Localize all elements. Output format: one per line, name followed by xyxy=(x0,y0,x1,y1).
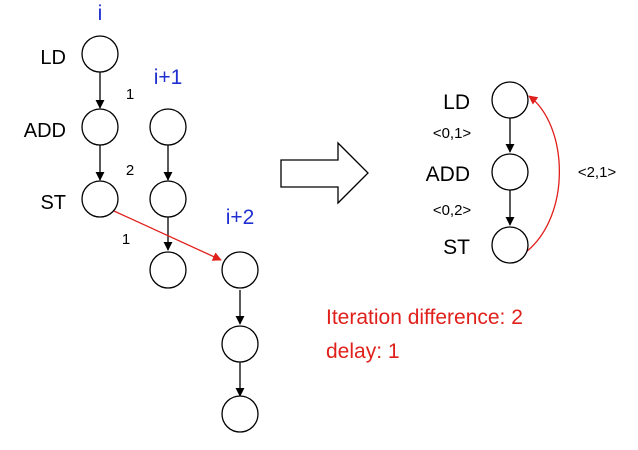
node-add-iter-i-plus-2 xyxy=(221,325,259,363)
transform-arrow-icon xyxy=(280,141,369,205)
summary-loop-carried-edge xyxy=(525,95,560,253)
node-add-iter-i xyxy=(81,108,119,146)
node-st-iter-i-plus-1 xyxy=(149,251,187,289)
unrolled-iterations-graph: i i+1 i+2 LD ADD ST 1 2 1 xyxy=(24,2,259,433)
summary-op-label-ld: LD xyxy=(443,91,470,114)
op-label-add: ADD xyxy=(24,120,66,142)
edge-label-add-st: <0,2> xyxy=(433,202,472,219)
node-ld-iter-i-plus-2 xyxy=(221,251,259,289)
edge-label-st-ld: <2,1> xyxy=(578,164,617,181)
latency-label-add: 2 xyxy=(126,162,134,179)
summary-node-st xyxy=(491,226,529,264)
summary-op-label-add: ADD xyxy=(426,163,470,186)
loop-carried-edge-st-to-ld xyxy=(113,210,222,261)
summary-graph: LD ADD ST <0,1> <0,2> <2,1> xyxy=(426,81,617,264)
annotation-delay: delay: 1 xyxy=(326,340,400,363)
node-st-iter-i xyxy=(81,180,119,218)
node-ld-iter-i-plus-1 xyxy=(149,108,187,146)
iteration-label-i-plus-1: i+1 xyxy=(154,66,183,89)
iteration-label-i-plus-2: i+2 xyxy=(226,206,255,229)
summary-op-label-st: ST xyxy=(443,236,470,259)
summary-node-ld xyxy=(491,81,529,119)
latency-label-ld: 1 xyxy=(126,86,134,103)
latency-label-st: 1 xyxy=(122,231,130,248)
node-add-iter-i-plus-1 xyxy=(149,180,187,218)
annotation-iteration-difference: Iteration difference: 2 xyxy=(326,306,523,329)
op-label-st: ST xyxy=(40,192,66,214)
node-st-iter-i-plus-2 xyxy=(221,395,259,433)
edge-label-ld-add: <0,1> xyxy=(433,125,472,142)
iteration-label-i: i xyxy=(98,2,103,25)
op-label-ld: LD xyxy=(40,47,66,69)
node-ld-iter-i xyxy=(81,35,119,73)
summary-node-add xyxy=(491,153,529,191)
